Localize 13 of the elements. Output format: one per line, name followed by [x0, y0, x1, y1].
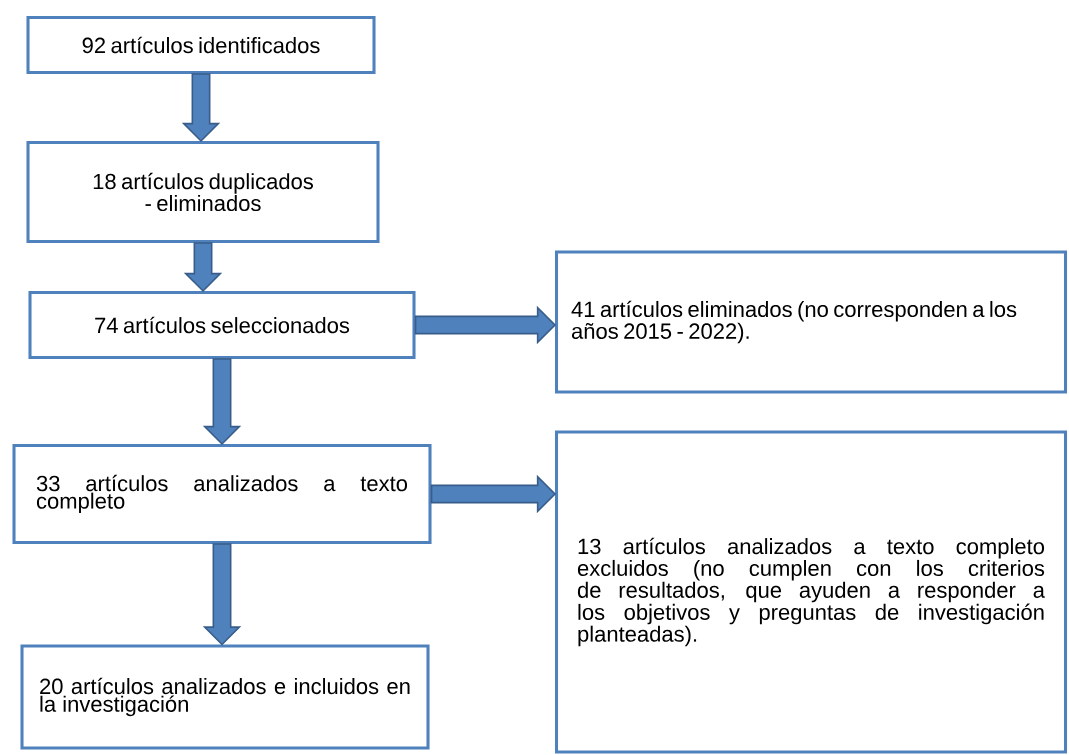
process-box: 74 artículos seleccionados	[28, 290, 416, 360]
block-arrow	[202, 543, 242, 646]
block-arrow	[181, 73, 221, 143]
block-arrow	[183, 242, 223, 293]
block-arrow	[202, 358, 242, 446]
process-box: 20 artículos analizados e incluidos en la investigación	[20, 644, 430, 750]
block-arrow	[414, 305, 557, 345]
process-box: 33 artículos analizados a texto completo	[12, 443, 432, 545]
block-arrow	[430, 474, 557, 514]
process-box: 41 artículos eliminados (no corresponden a los años 2015 - 2022).	[554, 250, 1068, 394]
process-box: 18 artículos duplicados - eliminados	[26, 140, 380, 244]
process-box: 13 artículos analizados a texto completo excluidos (no cumplen con los criterios de resultados, que ayuden a responder a los objetivos y preguntas de investigación planteadas).	[554, 430, 1068, 754]
process-box: 92 artículos identificados	[26, 15, 376, 75]
